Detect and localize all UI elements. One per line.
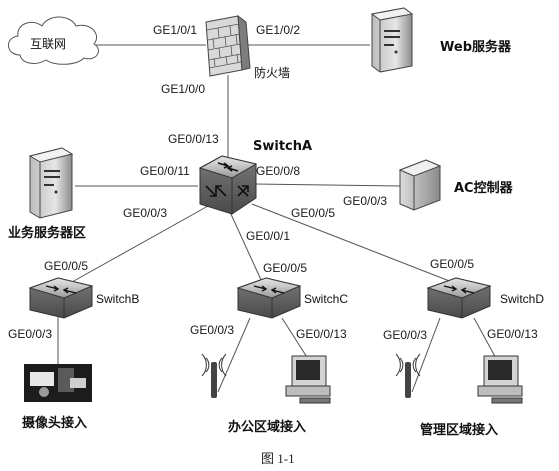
web-server-icon bbox=[370, 7, 414, 73]
business-servers-label: 业务服务器区 bbox=[8, 225, 86, 241]
port-label-a-switchc: GE0/0/1 bbox=[246, 229, 290, 243]
link-switchc-ap bbox=[217, 317, 251, 393]
ac-controller-icon bbox=[398, 159, 442, 211]
link-switcha-ac bbox=[253, 183, 401, 187]
switchc-label: SwitchC bbox=[304, 292, 348, 306]
port-label-a-servers: GE0/0/11 bbox=[140, 164, 190, 178]
figure-caption: 图 1-1 bbox=[261, 451, 295, 466]
ac-controller-label: AC控制器 bbox=[454, 180, 514, 196]
office-wireless-ap-icon bbox=[201, 353, 227, 398]
port-label-c-right: GE0/0/13 bbox=[296, 327, 347, 341]
link-switcha-switchc bbox=[229, 211, 263, 283]
port-label-b-down: GE0/0/3 bbox=[8, 327, 52, 341]
link-switchc-pc bbox=[281, 317, 311, 363]
firewall-label: 防火墙 bbox=[254, 65, 290, 80]
port-label-c-up: GE0/0/5 bbox=[263, 261, 307, 275]
port-label-b-up: GE0/0/5 bbox=[44, 259, 88, 273]
port-label-c-left: GE0/0/3 bbox=[190, 323, 234, 337]
port-label-fw-web: GE1/0/2 bbox=[256, 23, 300, 37]
port-label-fw-down: GE1/0/0 bbox=[161, 82, 205, 96]
link-switcha-switchb bbox=[71, 205, 209, 283]
link-switchd-ap bbox=[411, 317, 441, 393]
link-switchd-pc bbox=[473, 317, 499, 363]
port-label-a-up: GE0/0/13 bbox=[168, 132, 219, 146]
mgmt-wireless-ap-icon bbox=[395, 353, 421, 398]
port-label-d-left: GE0/0/3 bbox=[383, 328, 427, 342]
port-label-d-up: GE0/0/5 bbox=[430, 257, 474, 271]
mgmt-pc-icon bbox=[477, 355, 523, 404]
mgmt-access-label: 管理区域接入 bbox=[420, 422, 498, 438]
camera-icon bbox=[24, 364, 92, 402]
business-servers-icon bbox=[28, 147, 74, 219]
port-label-ac: GE0/0/3 bbox=[343, 194, 387, 208]
port-label-d-right: GE0/0/13 bbox=[487, 327, 538, 341]
port-label-a-ac: GE0/0/8 bbox=[256, 164, 300, 178]
links bbox=[57, 44, 499, 393]
switchb-label: SwitchB bbox=[96, 292, 139, 306]
camera-access-label: 摄像头接入 bbox=[22, 415, 87, 431]
office-pc-icon bbox=[285, 355, 331, 404]
switcha-label: SwitchA bbox=[253, 139, 312, 154]
port-label-fw-internet: GE1/0/1 bbox=[153, 23, 197, 37]
switchd-icon bbox=[426, 277, 492, 319]
port-label-a-switchd: GE0/0/5 bbox=[291, 206, 335, 220]
firewall-icon bbox=[205, 14, 251, 77]
switchc-icon bbox=[236, 277, 302, 319]
port-labels: GE1/0/1 GE1/0/2 GE1/0/0 GE0/0/13 GE0/0/1… bbox=[8, 23, 538, 342]
web-server-label: Web服务器 bbox=[440, 39, 512, 55]
office-access-label: 办公区域接入 bbox=[228, 419, 306, 435]
internet-cloud-icon: 互联网 bbox=[8, 16, 99, 65]
internet-label: 互联网 bbox=[30, 37, 66, 51]
link-switcha-switchd bbox=[251, 203, 453, 283]
switcha-icon bbox=[198, 155, 258, 215]
port-label-a-switchb: GE0/0/3 bbox=[123, 206, 167, 220]
switchd-label: SwitchD bbox=[500, 292, 544, 306]
switchb-icon bbox=[28, 277, 94, 319]
